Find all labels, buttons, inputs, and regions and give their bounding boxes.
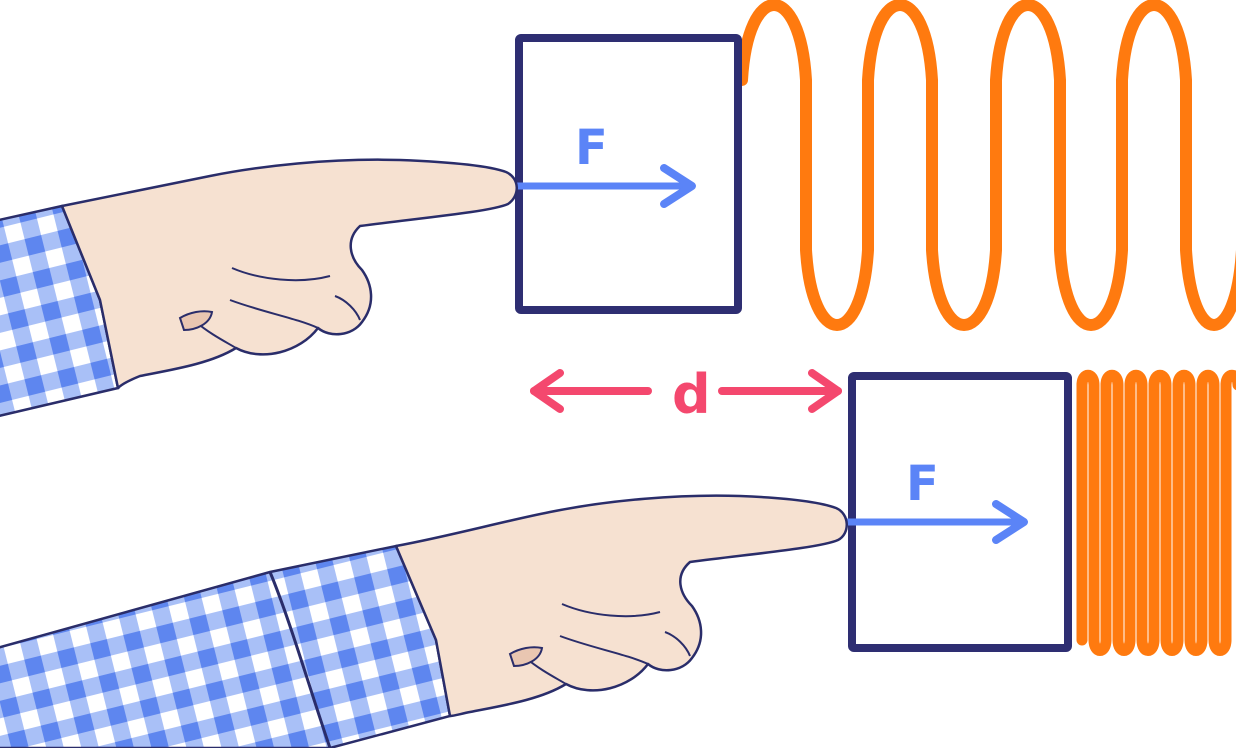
bottom-force-arrow bbox=[842, 500, 1028, 544]
top-force-arrow bbox=[512, 164, 696, 208]
top-block bbox=[515, 34, 742, 314]
distance-label: d bbox=[672, 363, 711, 426]
pointing-hand-icon bbox=[60, 158, 518, 390]
top-scene: F bbox=[0, 0, 1236, 417]
bottom-force-label: F bbox=[906, 456, 939, 512]
top-force-label: F bbox=[575, 120, 608, 176]
pointing-hand-icon bbox=[394, 494, 848, 718]
distance-arrow bbox=[530, 369, 842, 413]
bottom-scene: F bbox=[0, 369, 1236, 748]
bottom-hand bbox=[0, 494, 848, 748]
top-hand bbox=[0, 158, 518, 417]
relaxed-spring bbox=[736, 0, 1236, 331]
compressed-spring bbox=[1076, 369, 1236, 656]
bottom-block bbox=[848, 372, 1072, 652]
bottom-sleeve bbox=[0, 544, 452, 748]
